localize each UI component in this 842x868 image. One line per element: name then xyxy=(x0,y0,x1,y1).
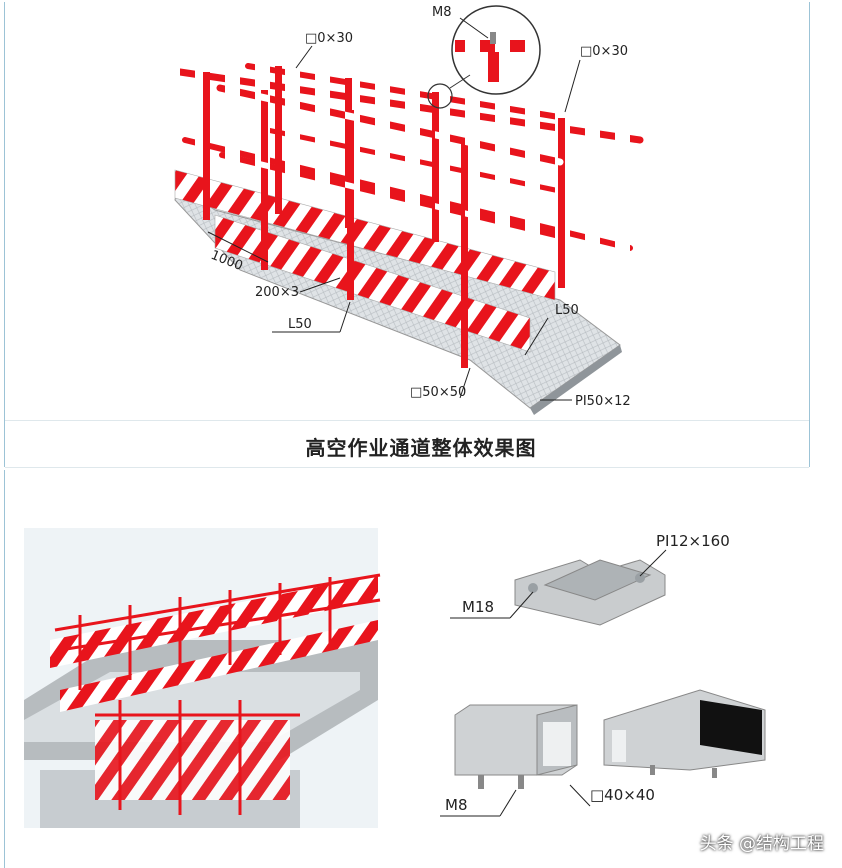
top-panel-frame xyxy=(4,2,810,467)
render-kick-plate-far xyxy=(50,575,378,668)
detail-post xyxy=(488,52,499,82)
tube-right-hollow xyxy=(612,730,626,762)
tube-detail-right xyxy=(603,689,766,778)
deck-edge xyxy=(530,345,622,415)
post xyxy=(347,110,354,300)
figure-caption: 高空作业通道整体效果图 xyxy=(305,436,537,460)
kick-plate-near xyxy=(214,214,531,353)
label-l50-left: L50 xyxy=(288,317,312,332)
label-tube-right: □0×30 xyxy=(580,44,628,59)
detail-rail xyxy=(455,40,535,52)
tube-left-hollow xyxy=(543,722,571,766)
post xyxy=(432,92,439,242)
near-handrails xyxy=(216,84,564,238)
tube-left-bolt xyxy=(518,775,524,789)
render-kick-plate-mid xyxy=(60,620,378,712)
post xyxy=(261,90,268,270)
post xyxy=(558,118,565,288)
connector-bolt xyxy=(528,583,538,593)
bottom-panel-frame xyxy=(4,470,838,868)
label-tube-left: □0×30 xyxy=(305,31,353,46)
render-posts xyxy=(78,577,332,815)
tube-left-bolt xyxy=(478,775,484,789)
connector-tube xyxy=(543,559,652,601)
label-bolt-m8: M8 xyxy=(445,796,468,814)
label-tube-50: □50×50 xyxy=(410,385,466,400)
label-l50-right: L50 xyxy=(555,303,579,318)
top-dimension-labels: M8 □0×30 □0×30 1000 200×3 L50 L50 □50×50… xyxy=(207,5,631,409)
label-m8-top: M8 xyxy=(432,5,452,20)
connector-detail: PI12×160 M18 xyxy=(450,532,730,626)
handrail-posts xyxy=(203,66,565,368)
post xyxy=(461,140,468,368)
label-plate-connector: PI12×160 xyxy=(656,532,730,550)
post xyxy=(275,66,282,214)
tube-right-bolt xyxy=(650,765,655,775)
label-tube-40: □40×40 xyxy=(590,786,655,804)
walkway-3d-illustration xyxy=(174,5,644,415)
post xyxy=(203,72,210,220)
detail-bolt xyxy=(490,32,496,44)
label-bolt-m18: M18 xyxy=(462,598,494,616)
kick-plate-far xyxy=(174,169,556,301)
tube-right-bolt xyxy=(712,768,717,778)
tube-right-opening xyxy=(700,700,762,755)
caption-band xyxy=(5,420,809,468)
walkway-render xyxy=(24,528,381,828)
watermark: 头条 @结构工程 xyxy=(699,834,824,854)
detail-callout-circle xyxy=(427,83,453,109)
label-plate-right: PI50×12 xyxy=(575,394,631,409)
render-kick-plate-near xyxy=(95,720,290,800)
label-plate-200: 200×3 xyxy=(255,285,299,300)
connector-bolt xyxy=(635,573,645,583)
render-rails xyxy=(54,573,381,717)
tube-detail-left: M8 □40×40 xyxy=(440,704,655,817)
